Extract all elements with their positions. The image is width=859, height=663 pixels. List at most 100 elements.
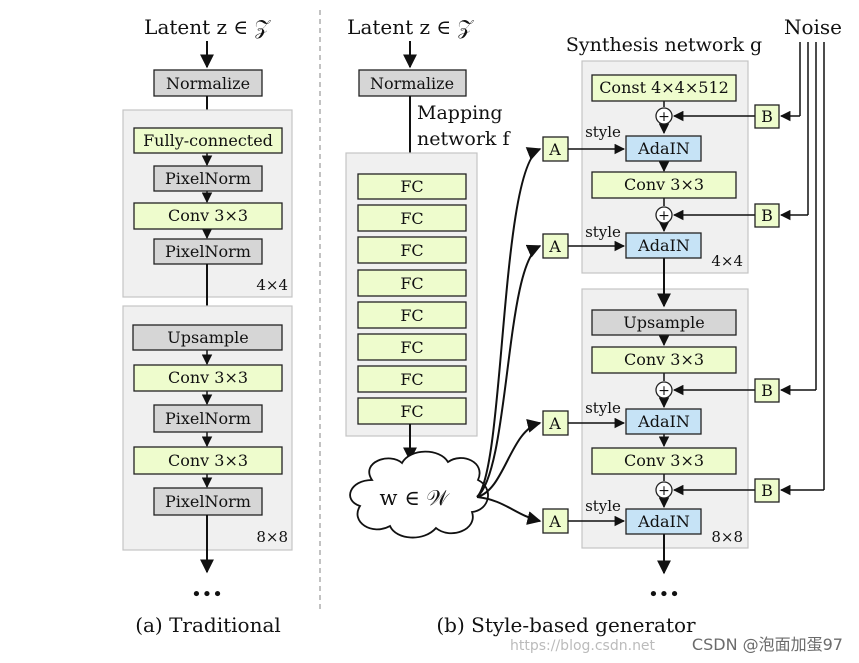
style-label: style (585, 123, 621, 141)
synthesis-conv-box (591, 447, 737, 475)
adain-label: AdaIN (637, 236, 690, 255)
trad-conv-label: Conv 3×3 (168, 451, 248, 470)
trad-res-8x8: 8×8 (256, 528, 288, 546)
noise-scale-b-label: B (761, 481, 773, 500)
style-label: style (585, 399, 621, 417)
trad-upsample-label: Upsample (167, 328, 248, 347)
trad-pixelnorm-label: PixelNorm (165, 492, 251, 511)
fc-box (357, 333, 467, 361)
sb-caption: (b) Style-based generator (436, 613, 696, 637)
sb-normalize-label: Normalize (370, 74, 454, 93)
noise-scale-b-box (754, 104, 780, 129)
style-affine-a-label: A (548, 237, 561, 256)
synthesis-conv-box (591, 346, 737, 374)
trad-normalize-label: Normalize (166, 74, 250, 93)
noise-add-icon (655, 381, 673, 399)
adain-box (625, 232, 702, 259)
mapping-network-label-line1: Mapping (417, 102, 503, 124)
noise-add-symbol: + (658, 109, 670, 125)
noise-label: Noise (784, 15, 842, 39)
noise-scale-b-box (754, 203, 780, 228)
fc-box (357, 397, 467, 425)
fc-label: FC (400, 209, 423, 228)
noise-scale-b-box (754, 478, 780, 503)
trad-more-dots: ••• (191, 584, 223, 605)
style-label: style (585, 223, 621, 241)
fc-label: FC (400, 338, 423, 357)
trad-conv-label: Conv 3×3 (168, 206, 248, 225)
trad-fc-box (133, 127, 283, 154)
const-input-box (591, 74, 737, 102)
adain-box (625, 508, 702, 535)
style-affine-a-label: A (548, 414, 561, 433)
adain-label: AdaIN (637, 512, 690, 531)
noise-scale-b-label: B (761, 206, 773, 225)
synthesis-network-label: Synthesis network g (566, 34, 762, 56)
trad-conv-box (133, 202, 283, 230)
w-latent-label: w ∈ 𝒲 (380, 486, 451, 510)
mapping-network-label-line2: network f (417, 128, 511, 150)
synthesis-upsample-label: Upsample (623, 313, 704, 332)
style-affine-a-box (542, 136, 569, 162)
adain-label: AdaIN (637, 139, 690, 158)
fc-label: FC (400, 274, 423, 293)
noise-scale-b-label: B (761, 107, 773, 126)
watermark-text: CSDN @泡面加蛋97 (692, 635, 843, 654)
synthesis-conv-box (591, 171, 737, 199)
style-affine-a-label: A (548, 512, 561, 531)
synthesis-conv-label: Conv 3×3 (624, 175, 704, 194)
fc-label: FC (400, 177, 423, 196)
noise-add-symbol: + (658, 483, 670, 499)
fc-box (357, 365, 467, 393)
noise-scale-b-box (754, 378, 780, 403)
trad-pixelnorm-label: PixelNorm (165, 242, 251, 261)
fc-box (357, 301, 467, 329)
trad-pixelnorm-label: PixelNorm (165, 169, 251, 188)
trad-pixelnorm-label: PixelNorm (165, 409, 251, 428)
adain-box (625, 408, 702, 435)
noise-add-icon (655, 206, 673, 224)
trad-pixelnorm-box (153, 487, 263, 516)
fc-label: FC (400, 306, 423, 325)
fc-stack: FC FC FC FC FC FC FC FC (357, 173, 467, 425)
const-input-label: Const 4×4×512 (599, 78, 729, 97)
sb-more-dots: ••• (648, 584, 680, 605)
noise-add-icon (655, 481, 673, 499)
style-label: style (585, 497, 621, 515)
watermark-url: https://blog.csdn.net (510, 638, 656, 654)
trad-pixelnorm-box (153, 238, 263, 265)
adain-box (625, 135, 702, 162)
sb-latent-label: Latent z ∈ 𝒵 (347, 15, 474, 39)
style-affine-a-label: A (548, 140, 561, 159)
fc-box (357, 269, 467, 297)
style-based-network: Latent z ∈ 𝒵 Normalize Mapping network f… (345, 15, 842, 637)
trad-latent-label: Latent z ∈ 𝒵 (144, 15, 271, 39)
fc-label: FC (400, 241, 423, 260)
trad-res-4x4: 4×4 (256, 276, 288, 294)
noise-add-symbol: + (658, 208, 670, 224)
trad-conv-box (133, 364, 283, 392)
trad-caption: (a) Traditional (135, 613, 281, 637)
synthesis-res-4x4: 4×4 (711, 252, 743, 270)
trad-pixelnorm-box (153, 165, 263, 192)
adain-label: AdaIN (637, 412, 690, 431)
trad-upsample-box (132, 324, 283, 351)
noise-add-icon (655, 107, 673, 125)
fc-box (357, 204, 467, 232)
style-affine-a-box (542, 508, 569, 534)
sb-normalize-box (358, 69, 467, 97)
noise-add-symbol: + (658, 383, 670, 399)
w-latent-cloud (349, 450, 489, 539)
traditional-network: Latent z ∈ 𝒵 Normalize Fully-connected P… (122, 15, 293, 637)
synthesis-conv-label: Conv 3×3 (624, 451, 704, 470)
trad-conv-box (133, 446, 283, 475)
fc-label: FC (400, 370, 423, 389)
synthesis-upsample-box (591, 309, 737, 336)
fc-box (357, 173, 467, 200)
trad-fc-label: Fully-connected (143, 131, 273, 150)
noise-scale-b-label: B (761, 381, 773, 400)
trad-conv-label: Conv 3×3 (168, 368, 248, 387)
fc-label: FC (400, 402, 423, 421)
trad-pixelnorm-box (153, 404, 263, 433)
